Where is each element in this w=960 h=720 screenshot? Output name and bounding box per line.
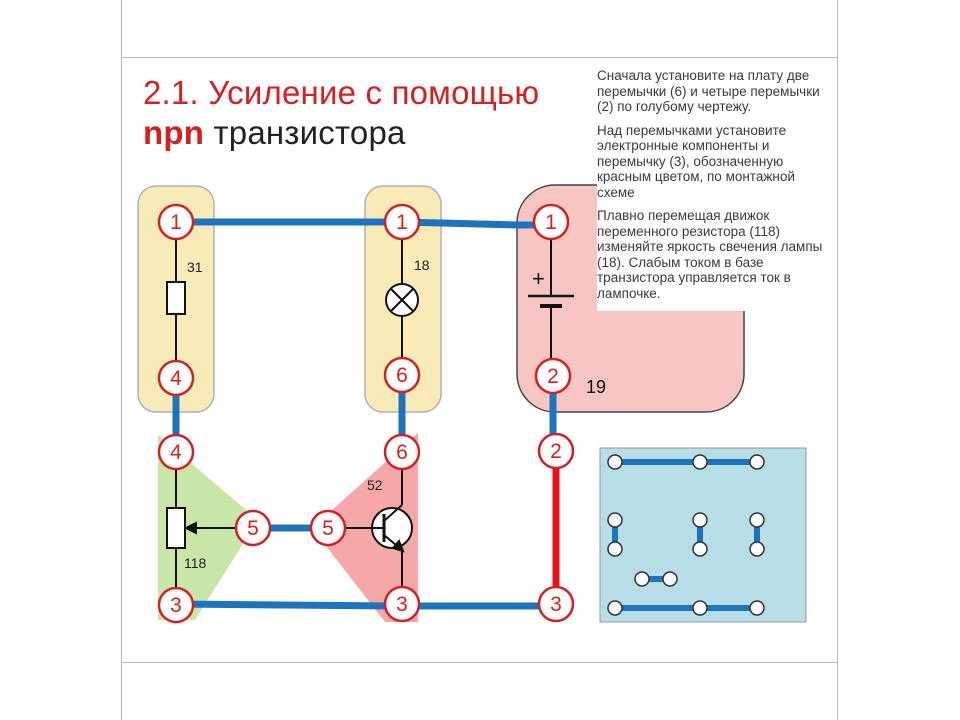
- title-number: 2.1.: [143, 74, 199, 111]
- node-resistor-bottom: 4: [170, 367, 182, 390]
- npn-transistor-symbol: [345, 470, 413, 588]
- instruction-step-1: Сначала установите на плату две перемычк…: [597, 68, 820, 114]
- instructions-box: Сначала установите на плату две перемычк…: [597, 68, 831, 311]
- lamp-label: 18: [414, 257, 430, 273]
- node-transistor-base: 5: [322, 517, 334, 540]
- lamp-symbol: [385, 240, 419, 360]
- node-pot-bottom: 3: [170, 594, 182, 617]
- potentiometer-label: 118: [184, 555, 207, 571]
- node-lamp-top: 1: [396, 211, 408, 234]
- resistor-symbol: [166, 240, 186, 360]
- breadboard-holes: [607, 454, 765, 616]
- node-pot-top: 4: [170, 441, 182, 464]
- battery-label: 19: [586, 377, 606, 397]
- transistor-label: 52: [367, 477, 383, 493]
- potentiometer-symbol: [166, 470, 236, 588]
- node-rings: [157, 203, 575, 624]
- title-line1: Усиление с помощью: [208, 74, 540, 111]
- slide-title: 2.1. Усиление с помощью npn транзистора: [143, 73, 593, 153]
- battery-symbol: [528, 240, 574, 360]
- node-battery-top: 1: [545, 211, 557, 234]
- instruction-step-3: Плавно перемещая движок переменного рези…: [597, 208, 823, 301]
- slide-border-bottom: [121, 662, 838, 663]
- title-bold-word: npn: [143, 114, 205, 151]
- battery-plus-label: +: [532, 266, 545, 291]
- node-transistor-collector: 6: [396, 441, 408, 464]
- slide-border-left: [121, 0, 122, 720]
- node-jumper-bottom: 3: [550, 593, 562, 616]
- node-pot-wiper: 5: [247, 517, 259, 540]
- title-line2: транзистора: [213, 114, 406, 151]
- instruction-step-2: Над перемычками установите электронные к…: [597, 122, 795, 200]
- resistor-label: 31: [187, 259, 203, 275]
- slide-border-right: [837, 0, 838, 720]
- node-resistor-top: 1: [170, 211, 182, 234]
- node-lamp-bottom: 6: [396, 364, 408, 387]
- slide-border-top: [121, 57, 838, 58]
- node-jumper-top: 2: [550, 440, 562, 463]
- node-transistor-emitter: 3: [396, 593, 408, 616]
- node-battery-bottom: 2: [547, 365, 559, 388]
